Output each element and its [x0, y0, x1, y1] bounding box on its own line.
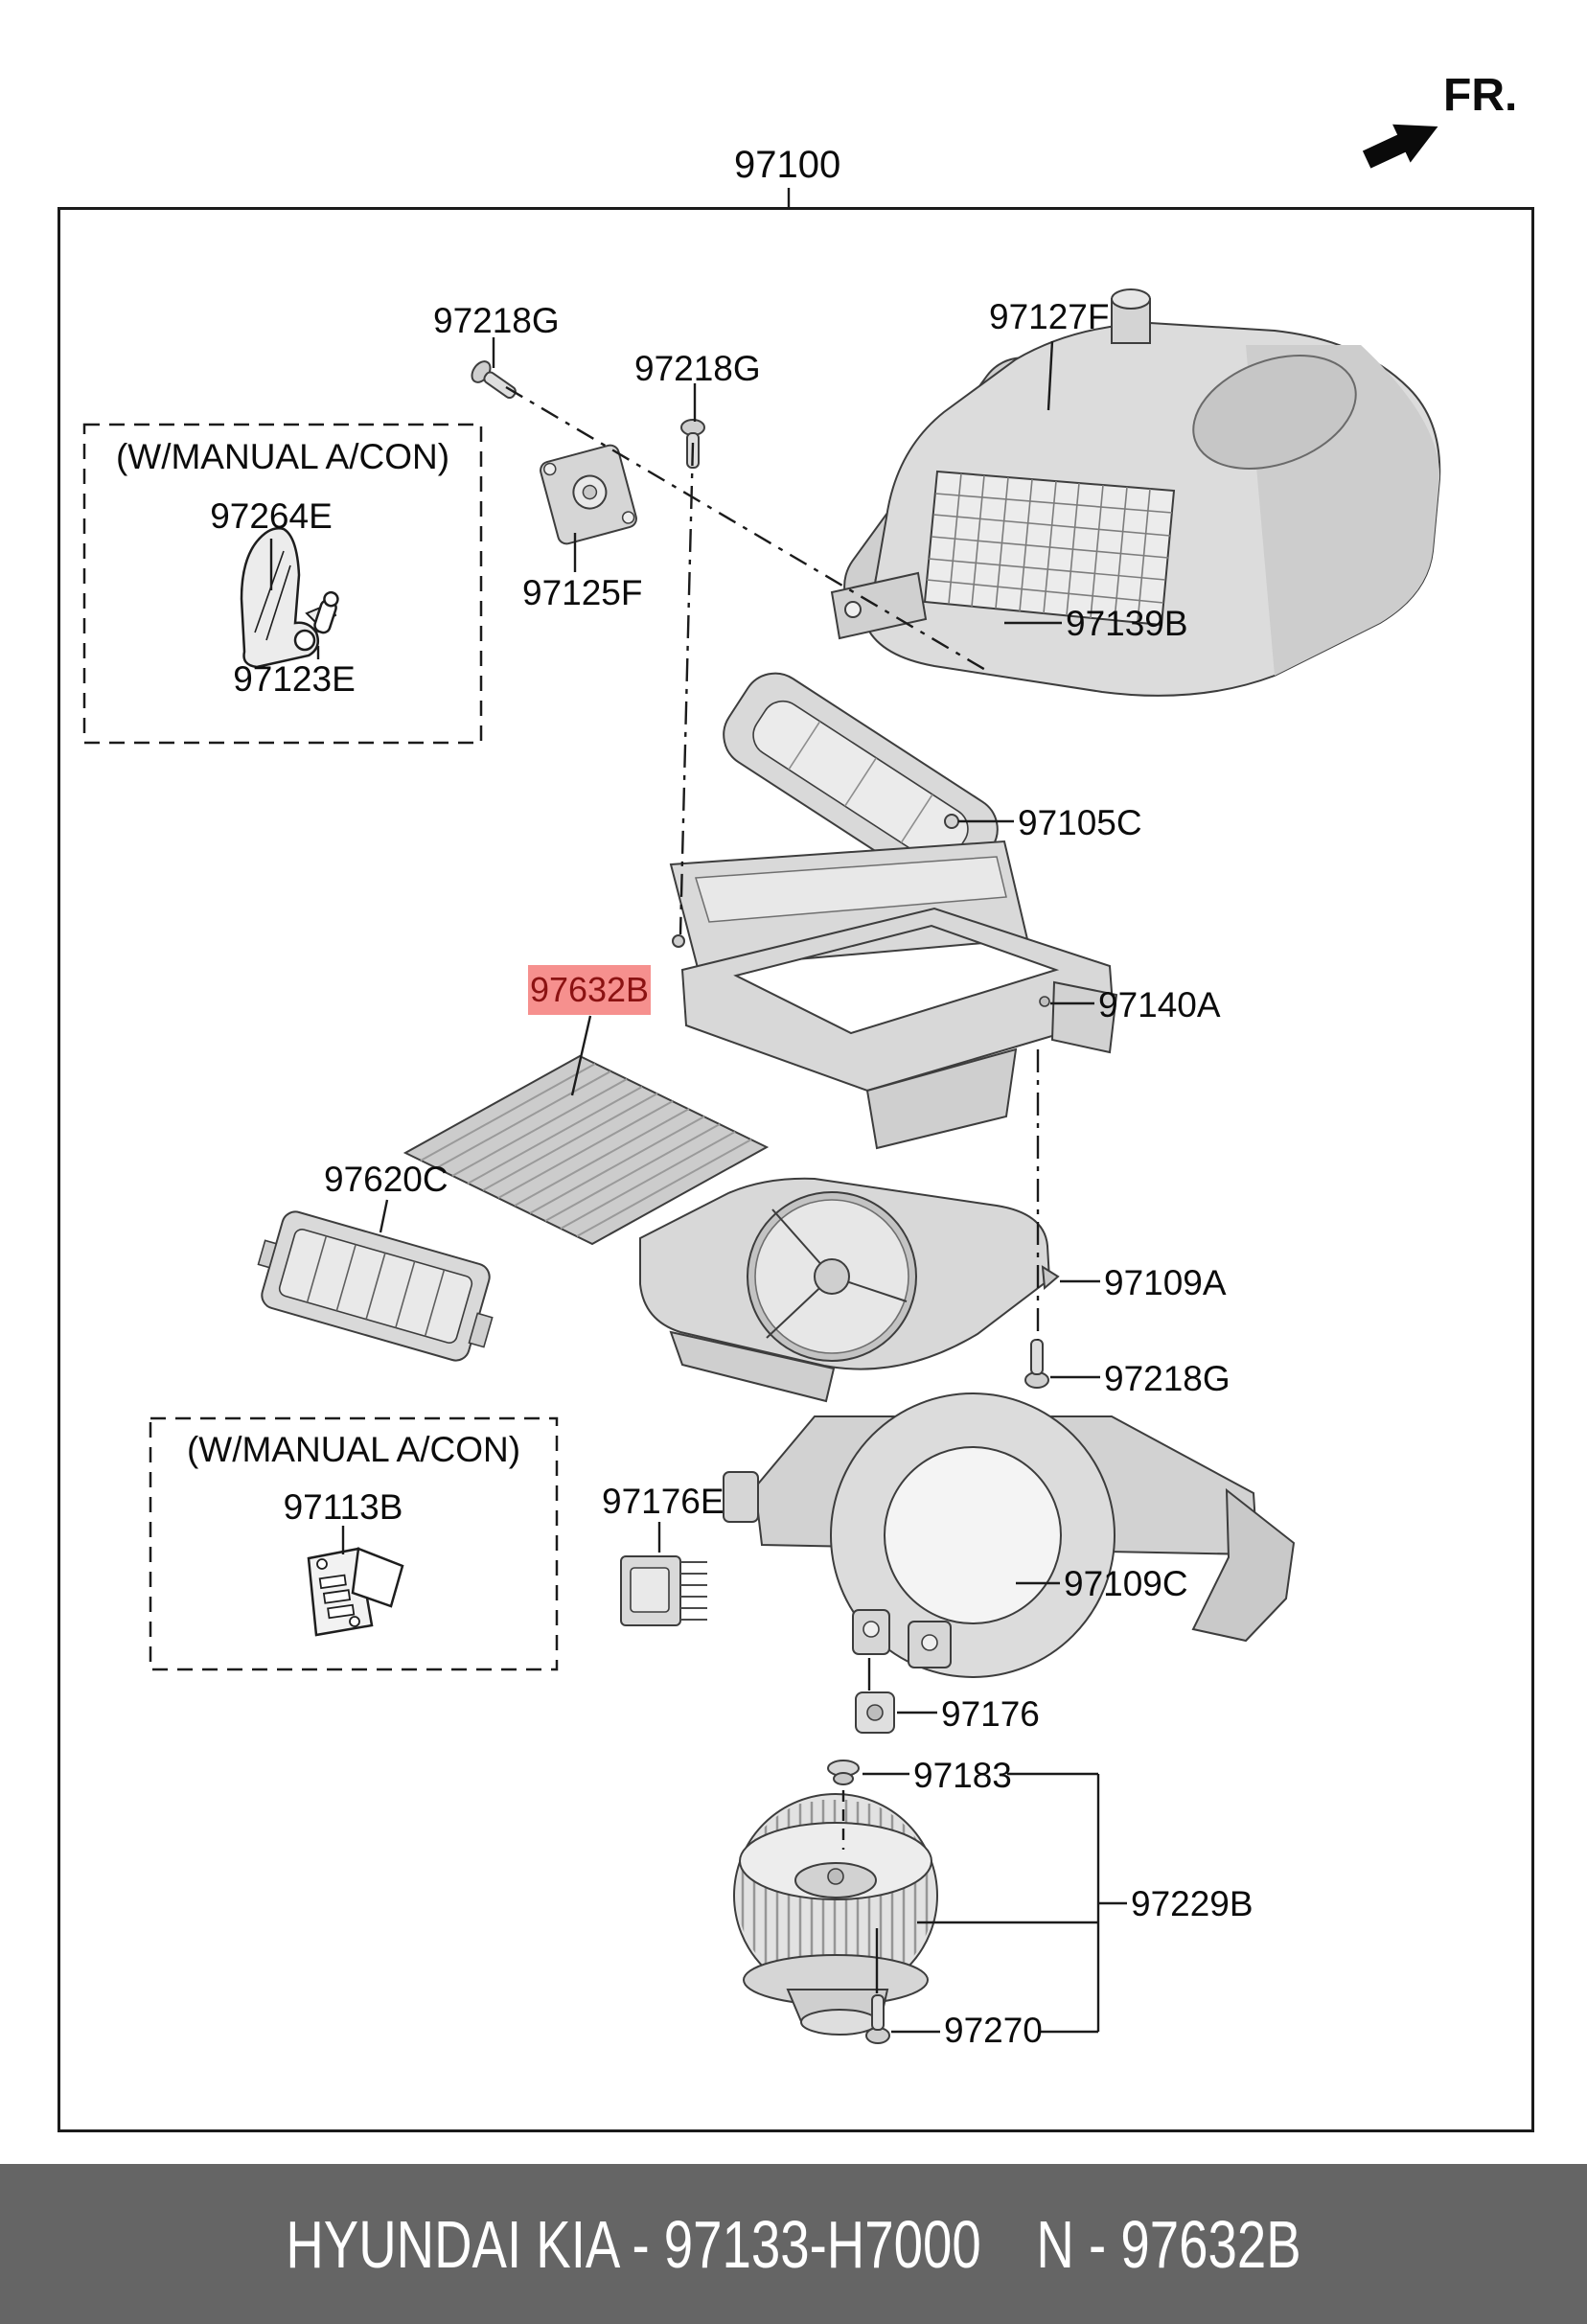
clip-97176-drawing	[855, 1691, 895, 1734]
footer-bar: HYUNDAI KIA - 97133-H7000 N - 97632B	[0, 2164, 1587, 2324]
part-label-97100: 97100	[734, 144, 841, 186]
part-label-97270: 97270	[944, 2011, 1043, 2050]
part-label-97264e: 97264E	[210, 496, 333, 536]
footer-text: HYUNDAI KIA - 97133-H7000 N - 97632B	[286, 2206, 1300, 2283]
fr-arrow-icon	[1362, 124, 1438, 169]
blower-motor-97229b-drawing	[733, 1793, 938, 2036]
part-label-97125f: 97125F	[522, 573, 643, 612]
part-label-97620c: 97620C	[324, 1160, 448, 1199]
part-label-97123e: 97123E	[233, 659, 356, 699]
lever-97264e-drawing	[240, 527, 337, 669]
actuator-97125f-drawing	[540, 444, 637, 545]
front-direction-label: FR.	[1443, 70, 1518, 121]
option-box-title-1: (W/MANUAL A/CON)	[115, 437, 450, 476]
part-label-97105c: 97105C	[1018, 803, 1142, 842]
part-label-97218g-a: 97218G	[433, 301, 560, 340]
part-label-97139b: 97139B	[1066, 604, 1188, 643]
part-label-97183: 97183	[913, 1756, 1012, 1795]
part-label-97109a: 97109A	[1104, 1263, 1227, 1302]
filter-cover-97620c-drawing	[257, 1210, 494, 1362]
intake-housing-97139b-drawing	[830, 288, 1441, 697]
pin-97123e-drawing	[313, 590, 339, 634]
part-label-97176e: 97176E	[602, 1482, 724, 1521]
manual-acon-box-1	[82, 423, 483, 745]
blower-case-97109c-drawing	[723, 1392, 1296, 1678]
part-label-97127f: 97127F	[989, 297, 1110, 336]
filter-frame-97140a-drawing	[672, 907, 1118, 1150]
part-label-97140a: 97140A	[1098, 985, 1221, 1024]
leader-lines	[269, 188, 1127, 2034]
footer-part-reference: HYUNDAI KIA - 97133-H7000	[286, 2206, 981, 2282]
bolt-97218g-c-drawing	[1024, 1339, 1049, 1389]
diagram-border	[58, 207, 1534, 2132]
cabin-filter-97632b-drawing	[402, 1054, 770, 1246]
part-label-97218g-c: 97218G	[1104, 1359, 1230, 1398]
highlighted-part-label-97632b: 97632B	[528, 965, 651, 1015]
part-label-97113b: 97113B	[283, 1487, 403, 1527]
lower-case-97109a-drawing	[639, 1177, 1060, 1403]
part-label-97176: 97176	[941, 1694, 1040, 1734]
nut-97183-drawing	[827, 1760, 860, 1785]
option-box-title-2: (W/MANUAL A/CON)	[186, 1430, 521, 1469]
manual-acon-box-2	[149, 1416, 559, 1671]
footer-part-number: N - 97632B	[1036, 2206, 1301, 2282]
resistor-97113b-drawing	[307, 1547, 404, 1637]
part-label-97109c: 97109C	[1064, 1564, 1188, 1603]
part-label-97229b: 97229B	[1131, 1884, 1254, 1923]
inlet-separator-drawing	[669, 840, 1029, 970]
part-label-97218g-b: 97218G	[634, 349, 761, 388]
resistor-97176e-drawing	[620, 1555, 707, 1626]
